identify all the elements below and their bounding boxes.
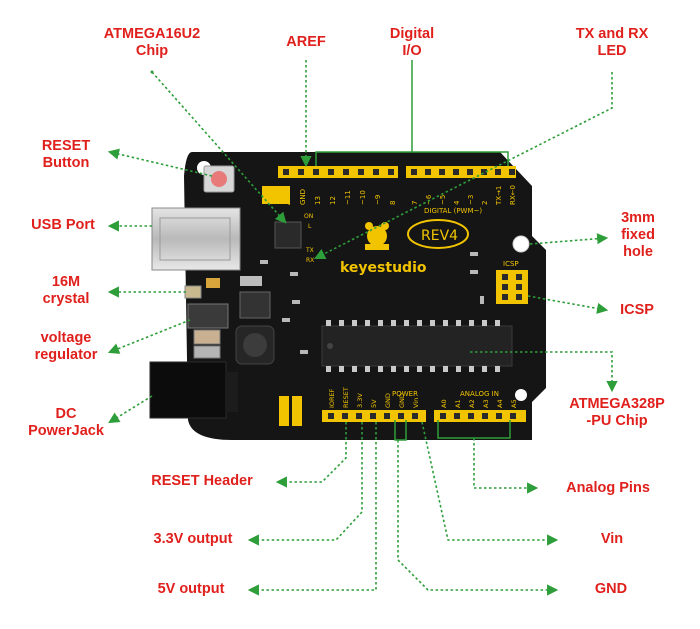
label-3v3-output: 3.3V output <box>153 531 233 547</box>
arrow-icsp <box>527 295 609 314</box>
pin-label: TX→1 <box>495 186 503 206</box>
arrow-atmega16u2 <box>151 71 287 224</box>
arrow-analog <box>473 438 539 494</box>
label-analog-pins: Analog Pins <box>566 480 650 496</box>
keyestudio-logo <box>365 222 389 250</box>
dc-jack <box>149 361 227 419</box>
pin-label: GND <box>299 189 307 205</box>
arrow-tx-rx <box>314 72 613 260</box>
rev-silk: REV4 <box>421 228 458 244</box>
pin-label: 13 <box>314 196 322 205</box>
arrow-3v3 <box>247 422 363 546</box>
arrow-reset-button <box>107 148 213 177</box>
pin-label: A1 <box>454 399 462 408</box>
led-label-l: L <box>308 223 312 230</box>
power-pin-labels: IOREF RESET 3.3V 5V GND GND Vin <box>328 387 420 408</box>
pin-label: ~3 <box>467 195 475 205</box>
arrow-regulator <box>107 319 191 354</box>
pin-label: A5 <box>510 399 518 408</box>
led-label-tx: TX <box>305 247 314 254</box>
top-pin-labels: AREF GND 13 12 ~11 ~10 ~9 8 7 ~6 ~5 4 ~3… <box>284 185 517 206</box>
label-vin: Vin <box>600 531 624 547</box>
pin-label: ~11 <box>344 190 352 205</box>
pin-label: IOREF <box>328 388 336 408</box>
pin-label: A0 <box>440 399 448 408</box>
pin-label: Vin <box>412 398 420 408</box>
icsp-silk: ICSP <box>503 260 519 268</box>
arrow-atmega328p <box>470 351 618 393</box>
pin-label: 2 <box>481 201 489 205</box>
arrow-hole <box>529 233 609 245</box>
label-atmega328p: ATMEGA328P-PU Chip <box>569 396 665 429</box>
pin-label: AREF <box>284 187 292 205</box>
atmega16u2-chip <box>274 221 302 249</box>
label-icsp: ICSP <box>620 302 654 318</box>
label-reset-header: RESET Header <box>151 473 253 489</box>
arrow-dot <box>150 70 154 74</box>
icsp-header <box>496 270 528 304</box>
pin-label: A3 <box>482 399 490 408</box>
analog-pin-labels: A0 A1 A2 A3 A4 A5 <box>440 399 518 408</box>
voltage-regulator <box>187 303 229 329</box>
power-silk: POWER <box>392 390 418 398</box>
pin-label: ~6 <box>425 194 433 205</box>
label-usb-port: USB Port <box>31 217 95 233</box>
pin-label: GND <box>398 393 406 408</box>
led-labels: ON L TX RX <box>304 213 314 264</box>
pin-label: ~10 <box>359 190 367 205</box>
arrow-vin <box>421 421 559 546</box>
pin-label: 12 <box>329 196 337 205</box>
header-top-right <box>406 166 516 178</box>
header-top-left <box>278 166 398 178</box>
reset-button-cap <box>211 171 227 187</box>
arrow-reset-header <box>275 422 347 488</box>
analog-silk: ANALOG IN <box>460 390 499 398</box>
pin-label: 3.3V <box>356 393 364 408</box>
pin-label: A2 <box>468 399 476 408</box>
label-aref: AREF <box>286 34 326 50</box>
arrow-gnd <box>397 440 559 596</box>
arrow-5v <box>247 422 377 596</box>
pin-label: ~9 <box>374 195 382 205</box>
pin-label: RESET <box>342 387 350 408</box>
pin-label: 8 <box>389 201 397 205</box>
led-label-rx: RX <box>306 257 314 264</box>
pin-label: ~5 <box>439 195 447 205</box>
mount-hole-br <box>515 389 527 401</box>
pin-label: 5V <box>370 399 378 408</box>
rev4-oval <box>407 219 469 249</box>
arrow-dc <box>108 395 153 424</box>
label-gnd: GND <box>594 581 628 597</box>
pin-label: A4 <box>496 399 504 408</box>
label-5v-output: 5V output <box>157 581 225 597</box>
digital-silk: DIGITAL (PWM~) <box>424 207 482 215</box>
brand-silk: keyestudio <box>340 260 427 276</box>
mount-hole-right <box>512 235 530 253</box>
pin-label: GND <box>384 393 392 408</box>
pin-label: 7 <box>411 201 419 205</box>
pin-label: RX←0 <box>509 185 517 205</box>
led-label-on: ON <box>304 213 313 220</box>
pin-label: 4 <box>453 200 461 205</box>
